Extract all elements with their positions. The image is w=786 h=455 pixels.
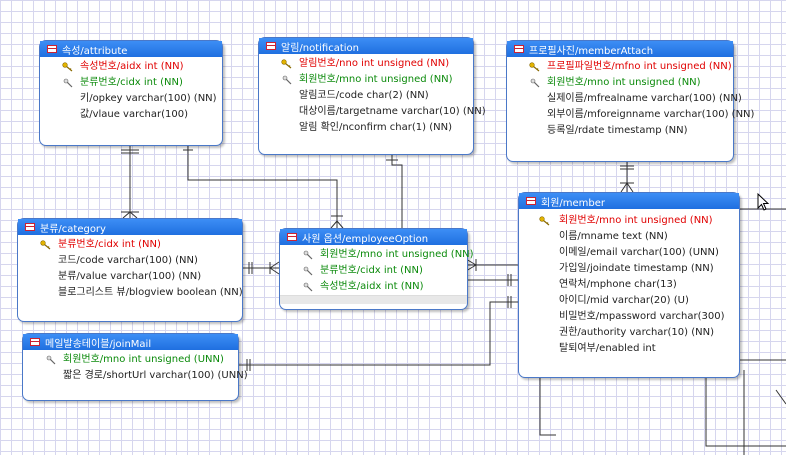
- column-row[interactable]: 탈퇴여부/enabled int: [559, 343, 656, 354]
- column-row[interactable]: 연락처/mphone char(13): [559, 279, 677, 290]
- column-row[interactable]: 알림 확인/nconfirm char(1) (NN): [299, 122, 452, 133]
- entity-header[interactable]: 알림/notification: [259, 38, 473, 54]
- column-row[interactable]: 비밀번호/mpassword varchar(300): [559, 311, 725, 322]
- column-row[interactable]: 키/opkey varchar(100) (NN): [80, 93, 217, 104]
- entity-attribute[interactable]: 속성/attribute 속성번호/aidx int (NN) 분류번호/cid…: [39, 40, 223, 146]
- column-row[interactable]: 대상이름/targetname varchar(10) (NN): [299, 106, 486, 117]
- table-icon: [526, 197, 536, 205]
- key-icon: [539, 216, 550, 226]
- rel-member-joinMail: [237, 301, 518, 366]
- column-row[interactable]: 속성번호/aidx int (NN): [280, 279, 467, 295]
- column-row[interactable]: 알림번호/nno int unsigned (NN): [259, 56, 473, 72]
- column-row[interactable]: 회원번호/mno int unsigned (UNN): [23, 352, 238, 368]
- key-icon: [281, 59, 292, 69]
- rel-attribute-employeeOption: [187, 144, 338, 228]
- mouse-cursor-icon: [757, 192, 770, 211]
- column-row[interactable]: 회원번호/mno int unsigned (NN): [519, 213, 739, 229]
- column-row[interactable]: 프로필파일번호/mfno int unsigned (NN): [507, 59, 733, 75]
- column-row[interactable]: 아이디/mid varchar(20) (U): [559, 295, 689, 306]
- column-row[interactable]: 분류/value varchar(100) (NN): [58, 271, 202, 282]
- column-row[interactable]: 짧은 경로/shortUrl varchar(100) (UNN): [63, 370, 248, 381]
- column-row[interactable]: 회원번호/mno int unsigned (NN): [259, 72, 473, 88]
- foreign-key-icon: [63, 78, 73, 88]
- foreign-key-icon: [303, 266, 313, 276]
- column-row[interactable]: 회원번호/mno int unsigned (NN): [280, 247, 474, 263]
- entity-footer: [280, 295, 467, 304]
- table-icon: [47, 45, 57, 53]
- column-row[interactable]: 권한/authority varchar(10) (NN): [559, 327, 715, 338]
- column-row[interactable]: 분류번호/cidx int (NN): [40, 75, 222, 91]
- entity-notification[interactable]: 알림/notification 알림번호/nno int unsigned (N…: [258, 37, 486, 155]
- entity-title: 속성/attribute: [62, 45, 128, 57]
- entity-header[interactable]: 메일발송테이블/joinMail: [23, 334, 238, 350]
- column-row[interactable]: 가입일/joindate timestamp (NN): [559, 263, 714, 274]
- entity-title: 사원 옵션/employeeOption: [302, 233, 429, 245]
- entity-title: 분류/category: [40, 223, 106, 235]
- entity-joinMail[interactable]: 메일발송테이블/joinMail 회원번호/mno int unsigned (…: [22, 333, 248, 401]
- table-icon: [30, 338, 40, 346]
- entity-header[interactable]: 프로필사진/memberAttach: [507, 41, 733, 57]
- key-icon: [62, 62, 73, 72]
- column-row[interactable]: 이름/mname text (NN): [559, 231, 668, 242]
- column-row[interactable]: 분류번호/cidx int (NN): [280, 263, 467, 279]
- column-row[interactable]: 회원번호/mno int unsigned (NN): [507, 75, 733, 91]
- foreign-key-icon: [303, 250, 313, 260]
- table-icon: [514, 45, 524, 53]
- column-row[interactable]: 값/vlaue varchar(100): [80, 109, 188, 120]
- foreign-key-icon: [530, 78, 540, 88]
- entity-title: 알림/notification: [281, 42, 360, 54]
- column-row[interactable]: 블로그리스트 뷰/blogview boolean (NN): [58, 287, 243, 298]
- table-icon: [25, 223, 35, 231]
- entity-header[interactable]: 회원/member: [519, 193, 739, 209]
- table-icon: [266, 42, 276, 50]
- entity-memberAttach[interactable]: 프로필사진/memberAttach 프로필파일번호/mfno int unsi…: [506, 40, 755, 162]
- foreign-key-icon: [46, 355, 56, 365]
- table-icon: [287, 233, 297, 241]
- key-icon: [529, 62, 540, 72]
- foreign-key-icon: [282, 75, 292, 85]
- entity-title: 프로필사진/memberAttach: [529, 45, 654, 57]
- entity-header[interactable]: 분류/category: [18, 219, 242, 235]
- entity-category[interactable]: 분류/category 분류번호/cidx int (NN) 코드/code v…: [17, 218, 243, 322]
- entity-header[interactable]: 사원 옵션/employeeOption: [280, 229, 467, 245]
- entity-header[interactable]: 속성/attribute: [40, 41, 222, 57]
- entity-title: 메일발송테이블/joinMail: [45, 338, 152, 350]
- column-row[interactable]: 등록일/rdate timestamp (NN): [547, 125, 688, 136]
- entity-title: 회원/member: [541, 197, 606, 209]
- column-row[interactable]: 실제이름/mfrealname varchar(100) (NN): [547, 93, 742, 104]
- column-row[interactable]: 이메일/email varchar(100) (UNN): [559, 247, 719, 258]
- column-row[interactable]: 외부이름/mforeignname varchar(100) (NN): [547, 109, 755, 120]
- column-row[interactable]: 속성번호/aidx int (NN): [40, 59, 222, 75]
- column-row[interactable]: 분류번호/cidx int (NN): [18, 237, 242, 253]
- column-row[interactable]: 알림코드/code char(2) (NN): [299, 90, 429, 101]
- entity-member[interactable]: 회원/member 회원번호/mno int unsigned (NN) 이름/…: [518, 192, 740, 378]
- key-icon: [40, 240, 51, 250]
- entity-employeeOption[interactable]: 사원 옵션/employeeOption 회원번호/mno int unsign…: [279, 228, 474, 310]
- column-row[interactable]: 코드/code varchar(100) (NN): [58, 255, 198, 266]
- foreign-key-icon: [303, 282, 313, 292]
